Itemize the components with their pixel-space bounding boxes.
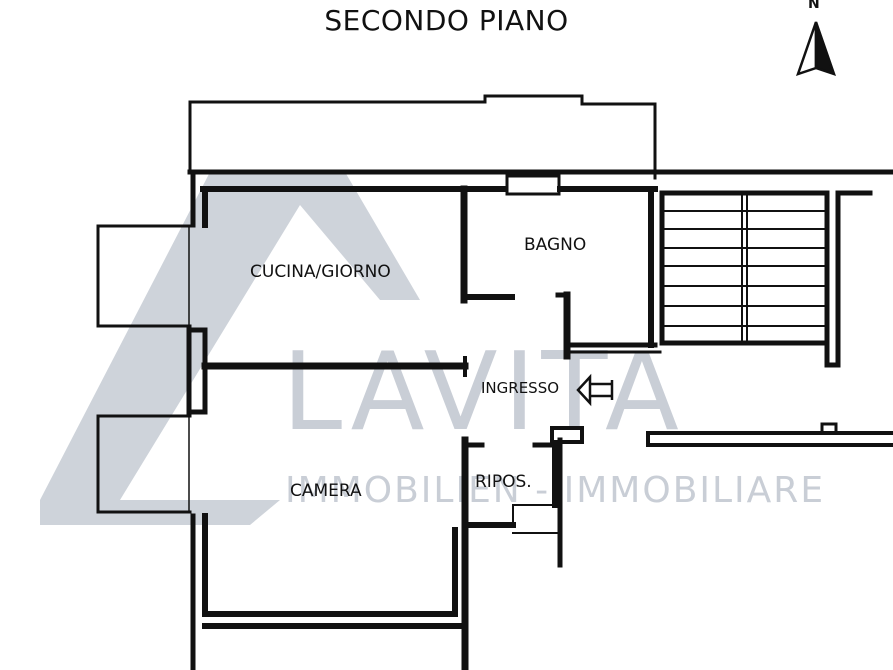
room-label-camera: CAMERA bbox=[290, 481, 362, 501]
room-label-ripostiglio: RIPOS. bbox=[475, 472, 532, 492]
entry-arrow-icon bbox=[576, 373, 614, 407]
room-label-cucina-giorno: CUCINA/GIORNO bbox=[250, 262, 391, 282]
north-arrow: N bbox=[794, 0, 842, 80]
north-arrow-icon bbox=[795, 21, 837, 76]
north-label: N bbox=[808, 0, 820, 12]
room-label-bagno: BAGNO bbox=[524, 235, 587, 255]
room-label-ingresso: INGRESSO bbox=[481, 379, 560, 397]
plan-title: SECONDO PIANO bbox=[324, 4, 569, 37]
